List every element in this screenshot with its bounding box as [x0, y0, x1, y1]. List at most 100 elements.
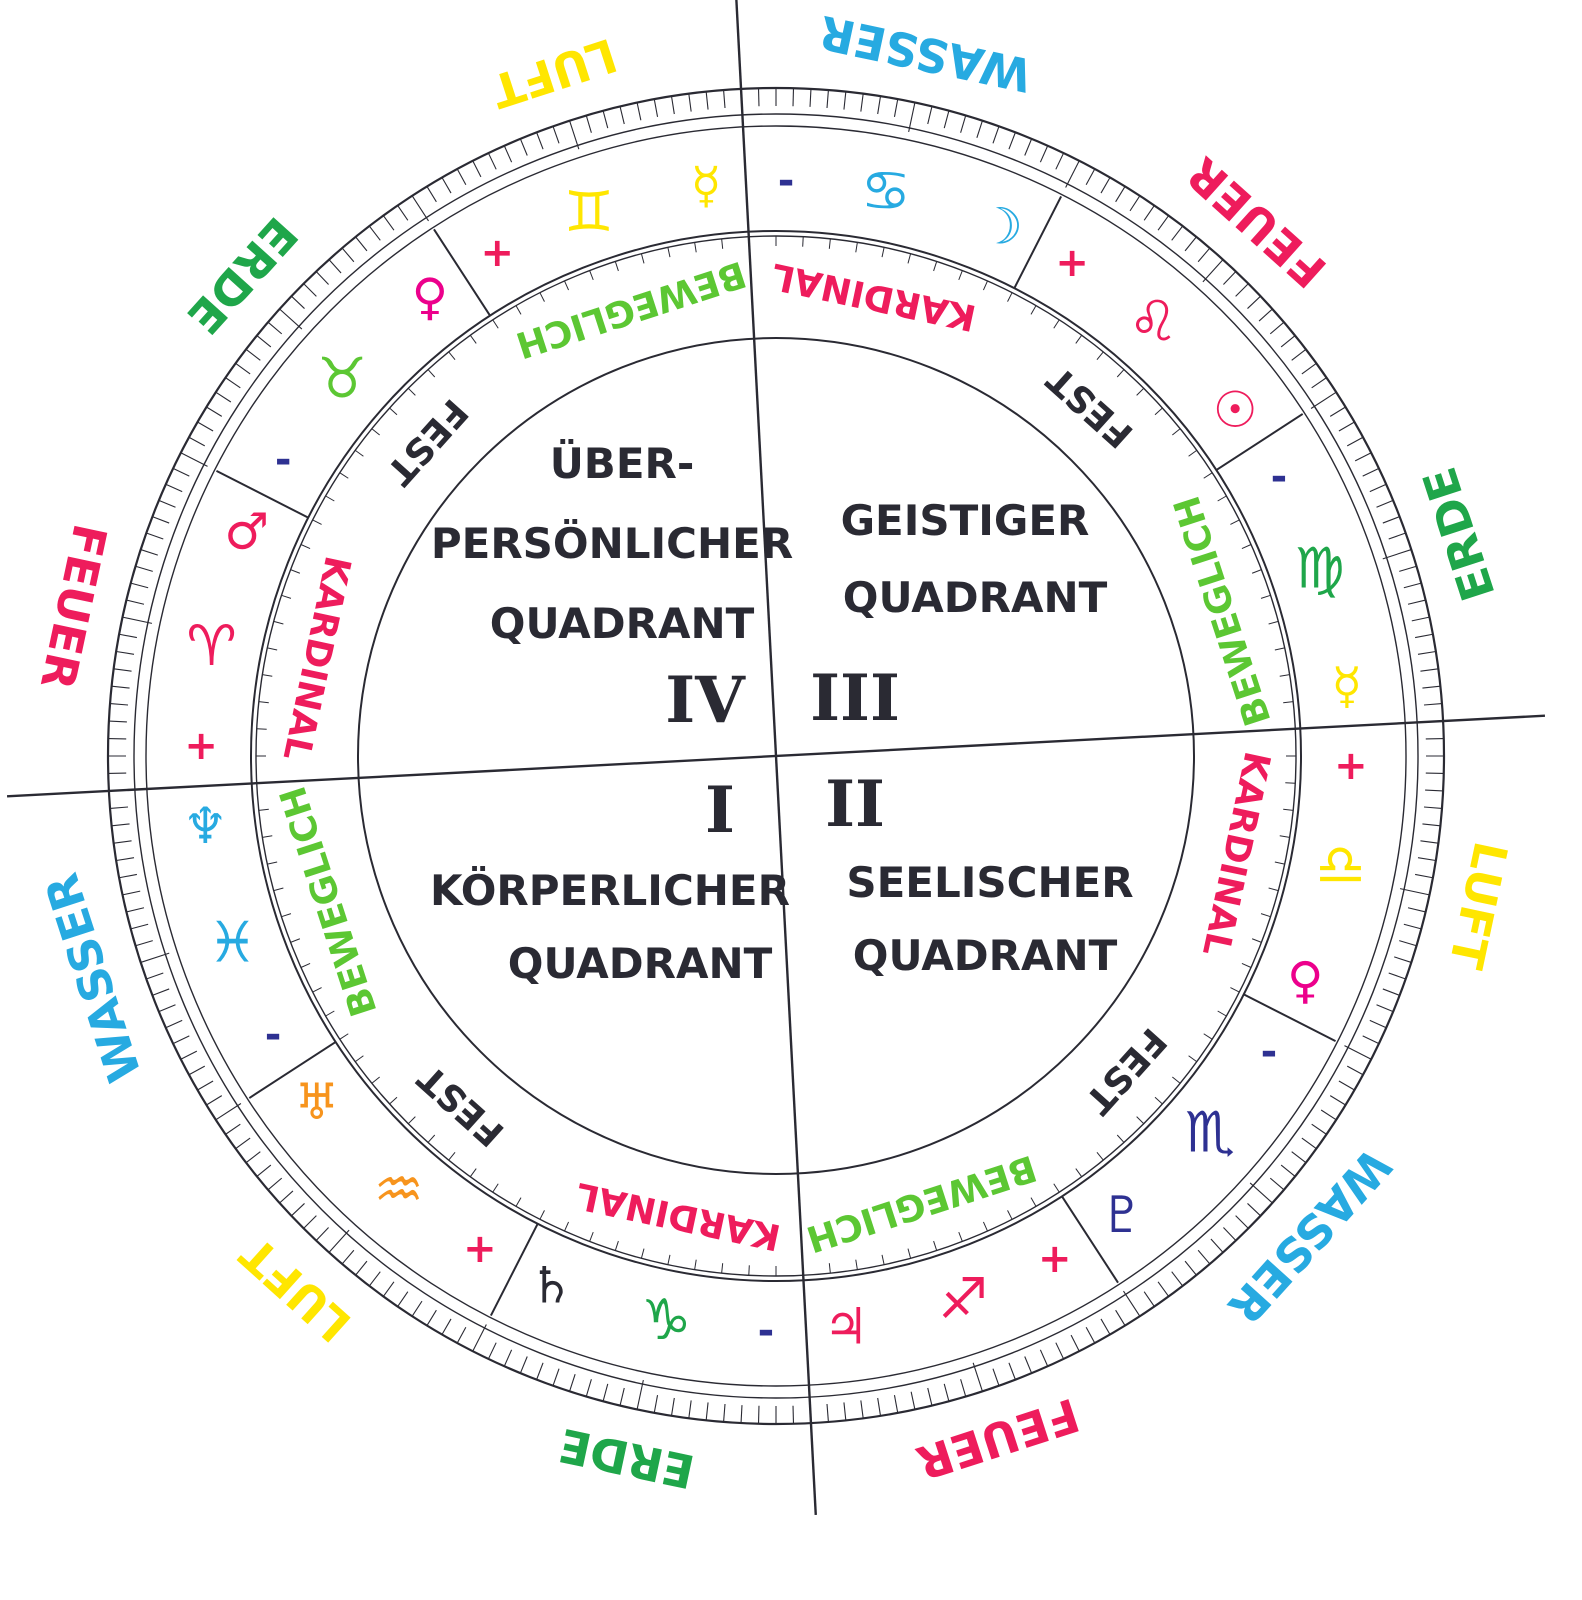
- quadrant-iv-numeral: IV: [665, 663, 746, 738]
- degree-tick: [960, 1379, 967, 1397]
- degree-tick: [992, 1368, 1000, 1386]
- inner-tick: [1188, 449, 1197, 457]
- inner-tick: [1268, 887, 1279, 892]
- sign-divider: [248, 1041, 337, 1099]
- quadrant-ii: II SEELISCHER QUADRANT: [825, 767, 1134, 980]
- quality-label: BEWEGLICH: [273, 781, 386, 1021]
- degree-tick: [688, 1400, 692, 1419]
- inner-tick: [748, 1265, 750, 1276]
- degree-tick: [1417, 857, 1436, 862]
- degree-tick: [1223, 1227, 1237, 1241]
- degree-tick: [1422, 823, 1441, 827]
- zodiac-sign-icon: ♑: [641, 1288, 691, 1353]
- inner-tick: [694, 1259, 697, 1270]
- degree-tick: [1085, 168, 1096, 186]
- degree-tick: [126, 599, 145, 605]
- sign-divider: [1243, 993, 1337, 1042]
- degree-tick: [1157, 215, 1170, 231]
- inner-tick: [907, 1248, 912, 1259]
- inner-tick: [407, 1116, 416, 1125]
- zodiac-sign-icon: ♋: [861, 159, 911, 224]
- inner-tick: [1268, 620, 1279, 625]
- degree-tick: [992, 126, 1000, 144]
- degree-tick: [355, 236, 368, 252]
- polarity-mark: -: [275, 437, 292, 483]
- quadrant-i: I KÖRPERLICHER QUADRANT: [430, 773, 790, 988]
- inner-tick: [267, 861, 278, 865]
- degree-tick: [368, 1271, 381, 1287]
- inner-tick: [539, 1210, 545, 1220]
- degree-tick: [503, 1349, 513, 1367]
- degree-tick: [197, 1080, 214, 1091]
- degree-tick: [116, 857, 135, 862]
- degree-tick: [122, 616, 153, 624]
- inner-tick: [614, 1240, 619, 1251]
- zodiac-sign-icon: ♉: [317, 346, 367, 411]
- quadrant-axes: [6, 0, 1546, 1516]
- degree-tick: [1008, 132, 1016, 150]
- quality-label: FEST: [1039, 358, 1141, 455]
- inner-tick: [300, 962, 311, 968]
- degree-tick: [1280, 1164, 1296, 1177]
- degree-tick: [1338, 1080, 1355, 1091]
- degree-tick: [569, 120, 580, 150]
- degree-ticks: [108, 88, 1444, 1424]
- degree-tick: [411, 1300, 423, 1317]
- polarity-mark: +: [480, 230, 514, 276]
- quadrant-iii: GEISTIGER QUADRANT III: [810, 496, 1108, 736]
- element-label: FEUER: [1176, 146, 1336, 298]
- degree-tick: [146, 972, 164, 980]
- degree-tick: [1269, 321, 1285, 335]
- inner-tick: [982, 1221, 988, 1232]
- degree-tick: [119, 633, 137, 639]
- quadrant-iii-line2: QUADRANT: [843, 573, 1108, 622]
- degree-tick: [1415, 873, 1433, 879]
- degree-tick: [110, 703, 129, 706]
- inner-tick: [1116, 1134, 1125, 1143]
- inner-tick: [427, 369, 436, 378]
- degree-tick: [705, 1402, 709, 1421]
- degree-tick: [1411, 616, 1430, 622]
- degree-tick: [116, 650, 135, 655]
- degree-tick: [341, 1249, 355, 1265]
- polarity-mark: -: [778, 158, 795, 204]
- degree-tick: [1382, 549, 1412, 560]
- degree-tick: [152, 988, 170, 996]
- degree-tick: [172, 467, 190, 477]
- inner-tick: [312, 519, 322, 525]
- inner-tick: [828, 238, 831, 249]
- zodiac-sign-icon: ♈: [186, 614, 236, 679]
- degree-tick: [267, 321, 283, 335]
- degree-tick: [1329, 406, 1346, 417]
- degree-tick: [552, 126, 560, 144]
- planet-ruler-icon: ♀: [1287, 952, 1324, 1010]
- degree-tick: [1382, 988, 1400, 996]
- degree-tick: [536, 1362, 544, 1380]
- degree-tick: [158, 1004, 176, 1013]
- zodiac-sign-icon: ♒: [374, 1157, 424, 1222]
- quadrant-iv-line2: QUADRANT: [490, 599, 755, 648]
- degree-tick: [723, 90, 726, 109]
- inner-tick: [325, 1010, 335, 1017]
- degree-tick: [1100, 1318, 1111, 1335]
- degree-tick: [976, 120, 983, 138]
- degree-tick: [927, 106, 933, 125]
- planet-ruler-icon: ♆: [183, 797, 228, 855]
- sign-divider: [433, 228, 491, 317]
- degree-tick: [670, 96, 675, 115]
- degree-tick: [1301, 1137, 1317, 1150]
- inner-tick: [640, 1248, 645, 1259]
- quality-label: KARDINAL: [275, 552, 358, 764]
- degree-tick: [1269, 1177, 1285, 1191]
- degree-tick: [165, 483, 183, 493]
- degree-tick: [619, 106, 625, 125]
- degree-tick: [877, 96, 882, 115]
- ring: [357, 337, 1195, 1175]
- inner-tick: [1096, 1152, 1104, 1161]
- degree-tick: [1197, 247, 1211, 263]
- degree-tick: [1184, 236, 1197, 252]
- quality-label: FEST: [378, 391, 475, 493]
- sign-divider: [1215, 413, 1304, 471]
- degree-tick: [1420, 668, 1439, 672]
